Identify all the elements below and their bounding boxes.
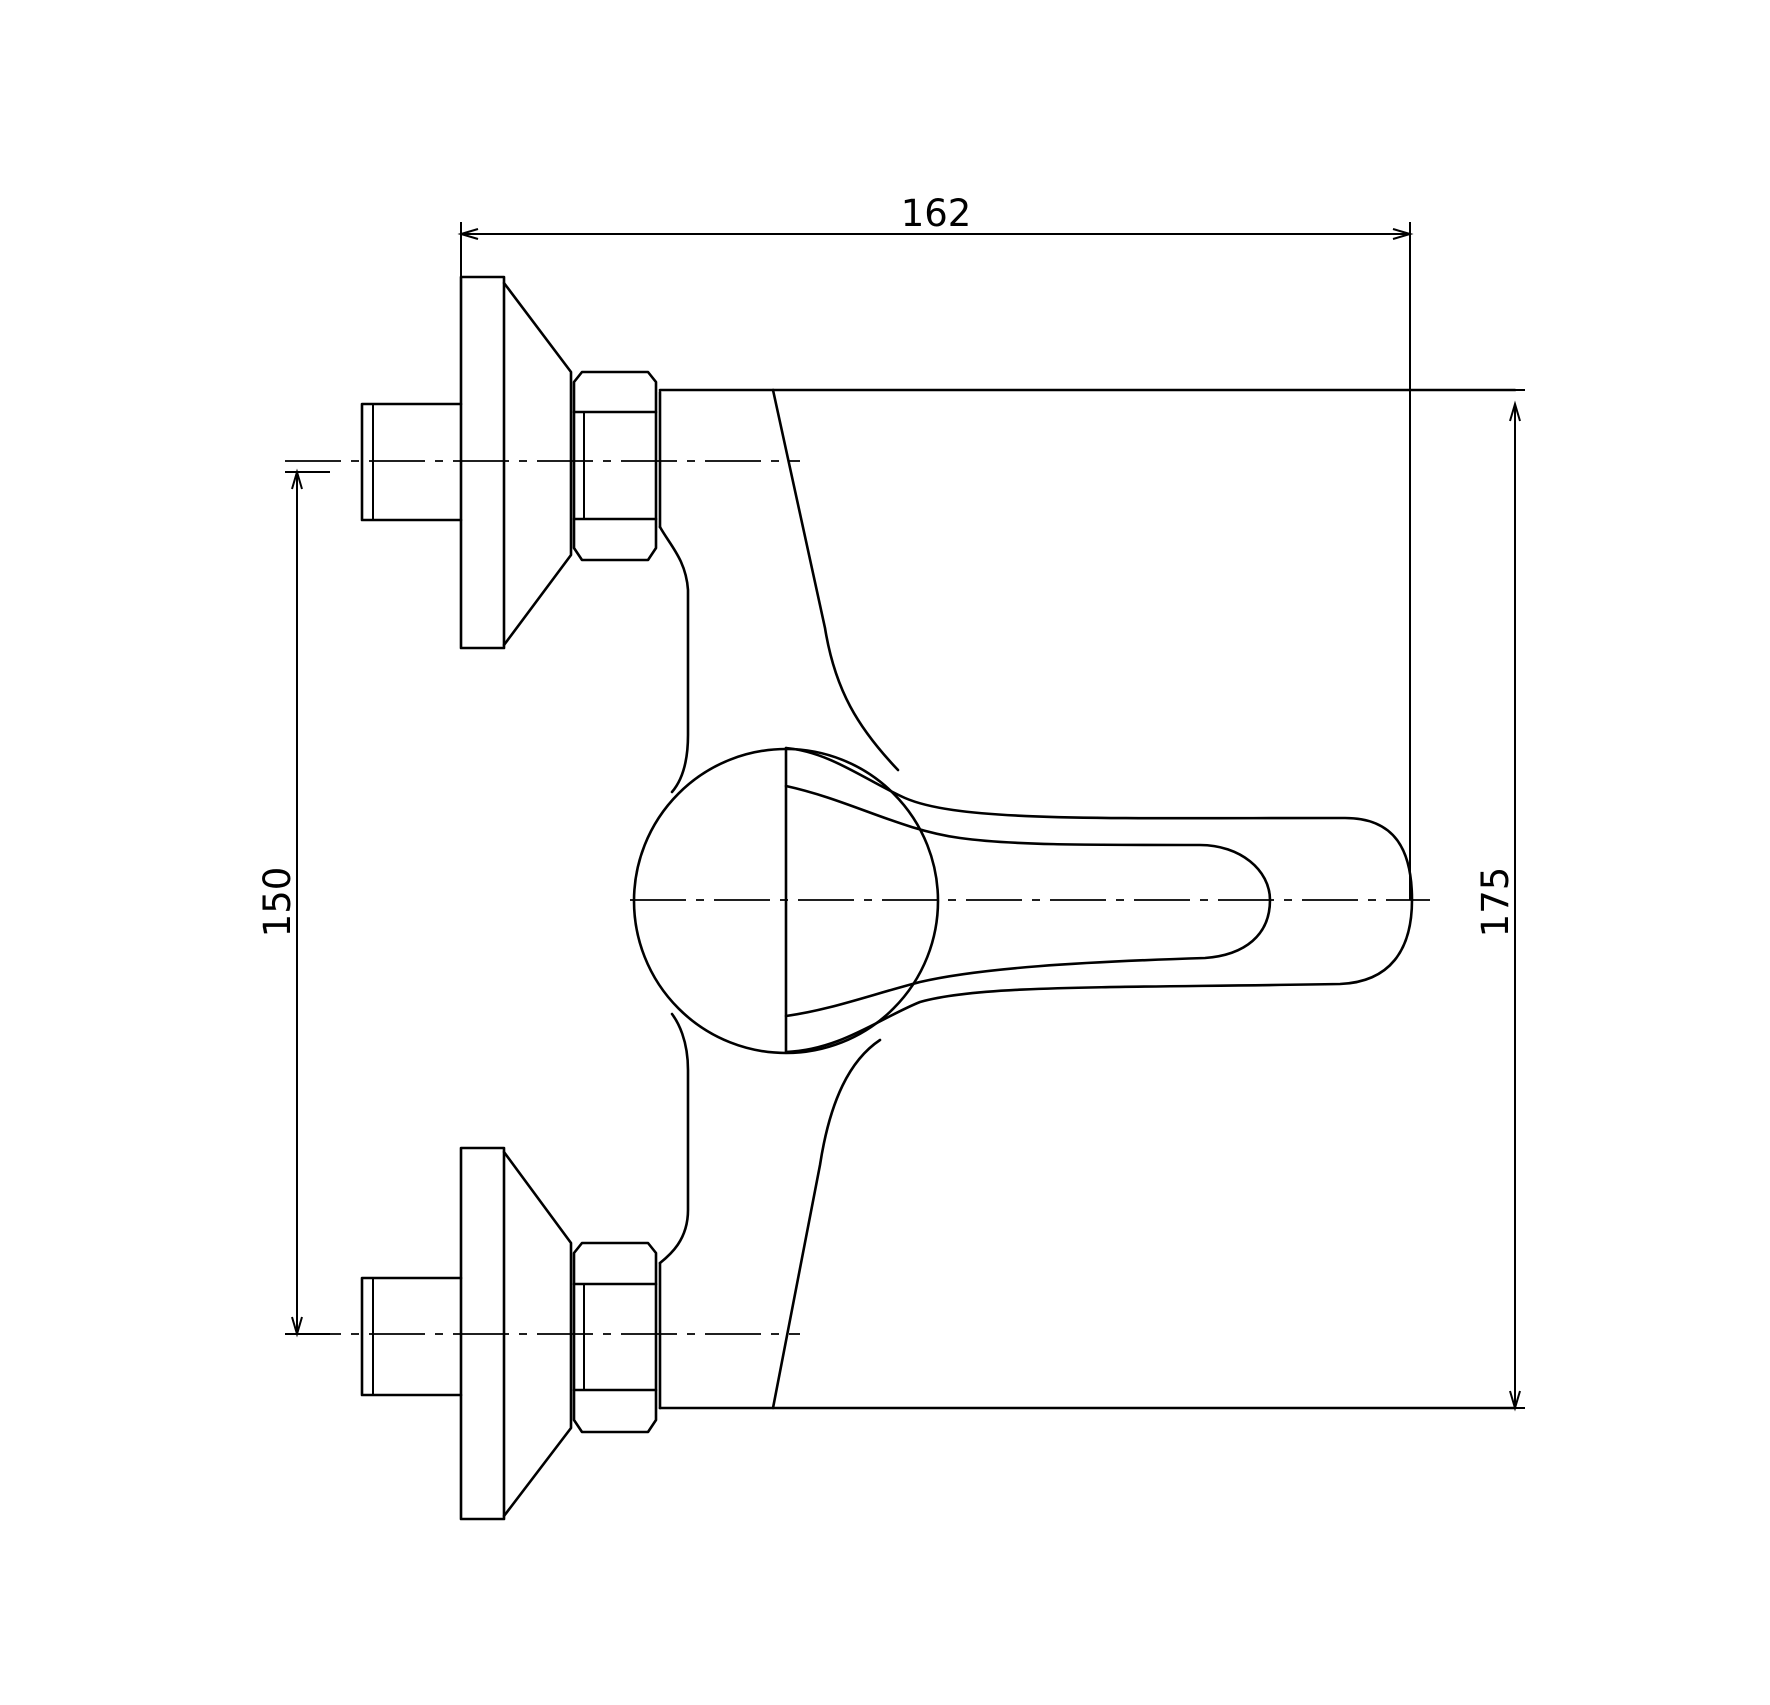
lever-inner-outline (784, 784, 1272, 1018)
body-spout-lower-contour (771, 1038, 882, 1410)
dimension-label-spacing: 150 (256, 867, 299, 938)
center-lines (285, 460, 1430, 1335)
upper-inlet-pipe (360, 402, 463, 522)
dimension-inlet-spacing: 150 (256, 468, 330, 1338)
lower-inlet-connector (360, 1146, 662, 1521)
dimension-overall-width: 162 (457, 192, 1414, 900)
lower-cone-cover (502, 1150, 573, 1518)
upper-inlet-connector (360, 275, 662, 650)
lower-hex-nut (572, 1241, 658, 1434)
dimension-label-height: 175 (1474, 867, 1517, 938)
upper-wall-flange (459, 275, 506, 650)
mixer-body (658, 388, 1517, 1410)
upper-hex-nut (572, 370, 658, 562)
upper-cone-cover (502, 281, 573, 647)
body-left-contour (658, 525, 690, 1265)
dimension-overall-height: 175 (1474, 389, 1525, 1412)
dimension-label-width: 162 (901, 192, 972, 235)
lower-inlet-pipe (360, 1276, 463, 1397)
body-spout-upper-contour (771, 388, 900, 772)
